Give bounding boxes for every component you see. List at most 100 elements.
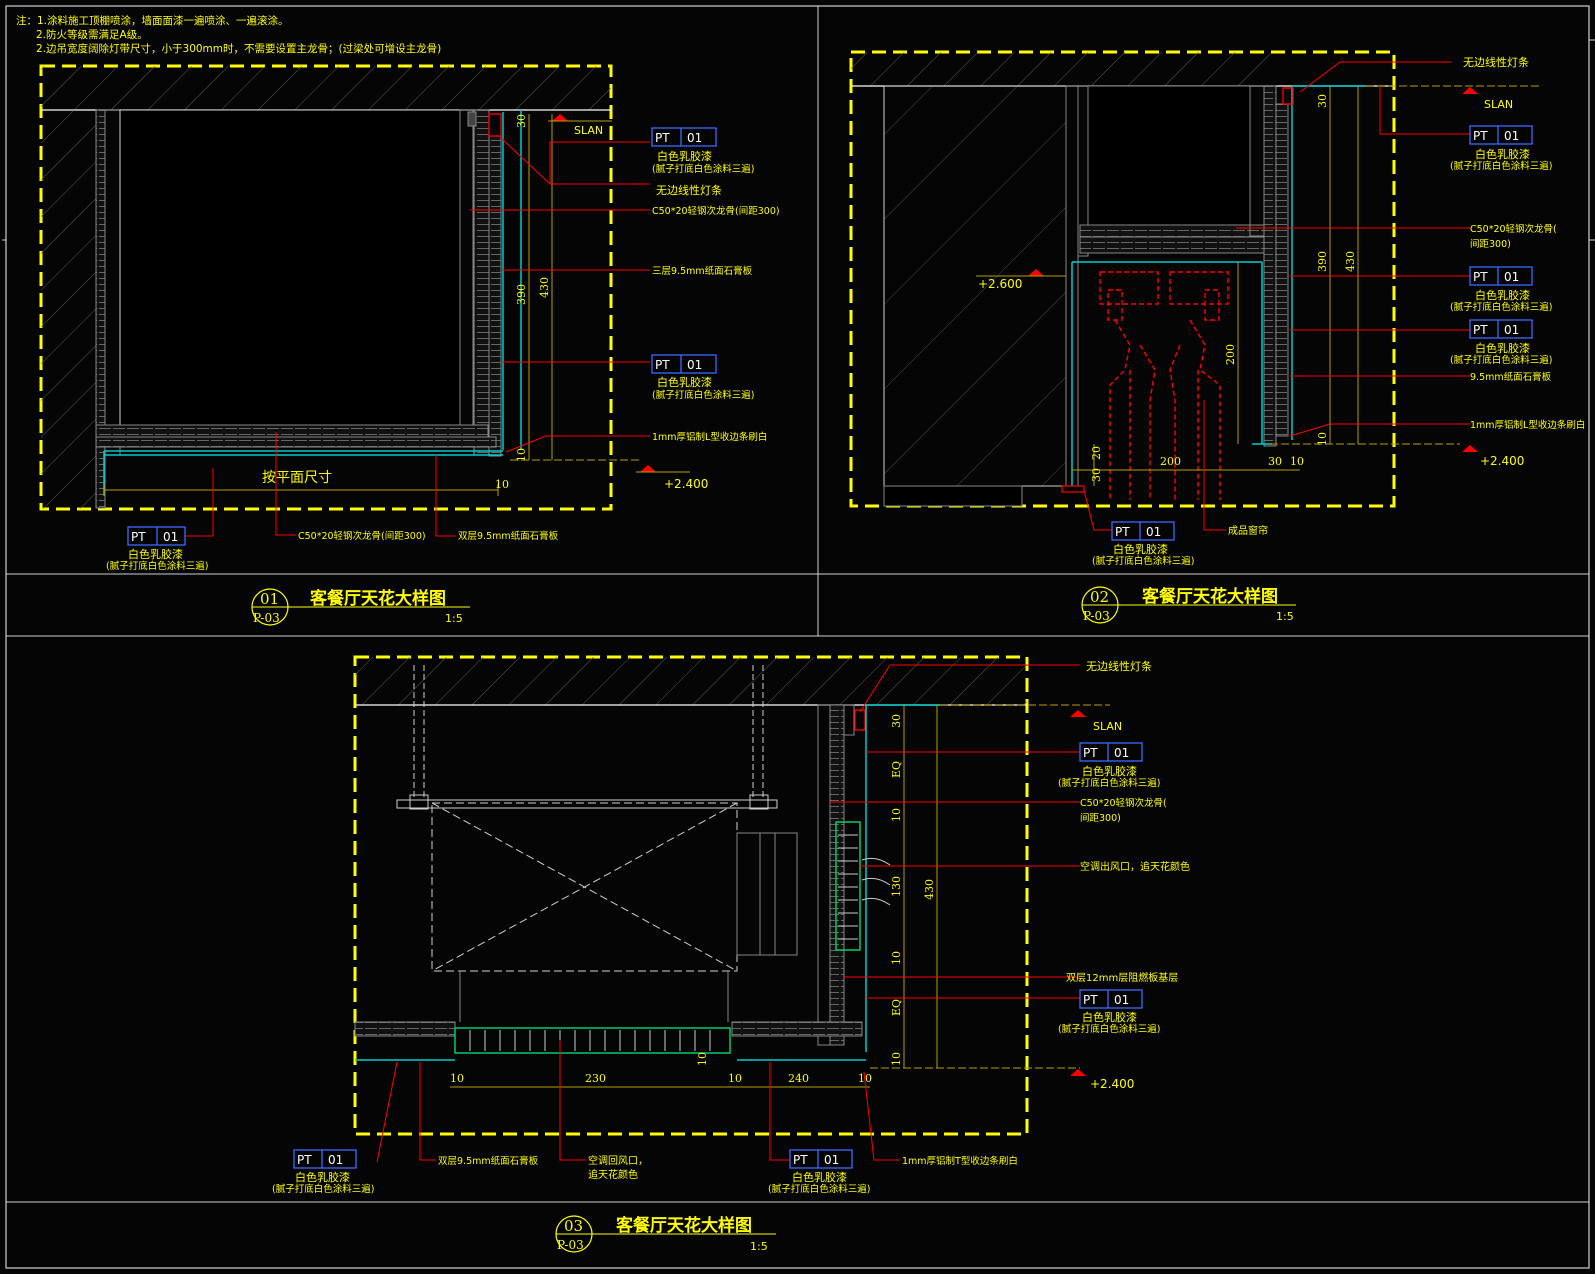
svg-text:01: 01 <box>824 1153 839 1167</box>
svg-text:三层9.5mm纸面石膏板: 三层9.5mm纸面石膏板 <box>652 265 753 277</box>
svg-text:PT: PT <box>1115 525 1130 539</box>
svg-text:10: 10 <box>696 1052 709 1066</box>
svg-text:+2.400: +2.400 <box>1480 454 1524 468</box>
svg-text:PT: PT <box>655 358 670 372</box>
svg-text:01: 01 <box>1114 746 1129 760</box>
material-tag-pt01: PT 01 白色乳胶漆 (腻子打底白色涂料三遍) <box>1450 319 1552 366</box>
detail-title: 客餐厅天花大样图 <box>1141 586 1278 607</box>
svg-text:C50*20轻钢次龙骨(: C50*20轻钢次龙骨( <box>1470 223 1557 235</box>
svg-text:1mm厚铝制L型收边条刷白: 1mm厚铝制L型收边条刷白 <box>652 431 767 443</box>
svg-text:(腻子打底白色涂料三遍): (腻子打底白色涂料三遍) <box>1450 160 1552 172</box>
note-line-1: 注：1.涂料施工顶棚喷涂，墙面面漆一遍喷涂、一遍滚涂。 <box>16 14 289 27</box>
ceiling-void-box <box>1087 85 1251 227</box>
svg-text:03: 03 <box>564 1217 583 1235</box>
light-strip <box>854 709 866 731</box>
svg-text:SLAN: SLAN <box>1093 720 1122 733</box>
material-tag-pt01: PT 01 白色乳胶漆 (腻子打底白色涂料三遍) <box>106 526 208 572</box>
svg-text:10: 10 <box>515 448 528 462</box>
svg-text:P-03: P-03 <box>253 611 280 625</box>
svg-text:(腻子打底白色涂料三遍): (腻子打底白色涂料三遍) <box>768 1183 870 1195</box>
svg-text:白色乳胶漆: 白色乳胶漆 <box>1082 764 1137 778</box>
level-marker-icon <box>552 114 568 121</box>
svg-text:+2.600: +2.600 <box>978 277 1022 291</box>
svg-text:(腻子打底白色涂料三遍): (腻子打底白色涂料三遍) <box>272 1183 374 1195</box>
svg-text:SLAN: SLAN <box>574 124 603 137</box>
ceiling-void-box <box>119 109 461 431</box>
svg-text:双层9.5mm纸面石膏板: 双层9.5mm纸面石膏板 <box>458 530 559 542</box>
detail-01-title: 01 P-03 客餐厅天花大样图 1:5 <box>251 588 470 626</box>
svg-text:01: 01 <box>687 131 702 145</box>
svg-text:追天花颜色: 追天花颜色 <box>588 1168 638 1181</box>
svg-text:130: 130 <box>890 876 903 897</box>
general-notes: 注：1.涂料施工顶棚喷涂，墙面面漆一遍喷涂、一遍滚涂。 2.防火等级需满足A级。… <box>16 14 441 55</box>
svg-text:双层12mm层阻燃板基层: 双层12mm层阻燃板基层 <box>1066 971 1178 984</box>
svg-text:PT: PT <box>1473 323 1488 337</box>
sheet-border <box>5 5 1590 1269</box>
svg-text:01: 01 <box>687 358 702 372</box>
svg-text:PT: PT <box>793 1153 808 1167</box>
material-tag-pt01: PT 01 白色乳胶漆 (腻子打底白色涂料三遍) <box>272 1149 374 1195</box>
svg-text:10: 10 <box>1316 432 1329 446</box>
svg-text:(腻子打底白色涂料三遍): (腻子打底白色涂料三遍) <box>1450 301 1552 313</box>
light-strip <box>1282 87 1294 105</box>
label-light-strip: 无边线性灯条 <box>1463 55 1529 69</box>
svg-text:30: 30 <box>515 114 528 128</box>
note-line-3: 2.边吊宽度阔除灯带尺寸，小于300mm时，不需要设置主龙骨；(过梁处可增设主龙… <box>36 42 441 55</box>
svg-text:白色乳胶漆: 白色乳胶漆 <box>657 149 712 163</box>
detail-title: 客餐厅天花大样图 <box>309 588 446 609</box>
svg-text:390: 390 <box>1316 251 1329 272</box>
label-light-strip: 无边线性灯条 <box>656 183 722 197</box>
svg-text:PT: PT <box>1083 993 1098 1007</box>
svg-text:1mm厚铝制T型收边条刷白: 1mm厚铝制T型收边条刷白 <box>902 1155 1018 1167</box>
svg-text:(腻子打底白色涂料三遍): (腻子打底白色涂料三遍) <box>1058 1023 1160 1035</box>
svg-text:02: 02 <box>1090 588 1109 606</box>
label-ac-return: 空调回风口， <box>588 1154 648 1167</box>
svg-text:01: 01 <box>1114 993 1129 1007</box>
material-tag-pt01: PT 01 白色乳胶漆 (腻子打底白色涂料三遍) <box>1058 989 1160 1035</box>
label-ac-outlet: 空调出风口，追天花颜色 <box>1080 860 1190 873</box>
material-tag-pt01: PT 01 白色乳胶漆 (腻子打底白色涂料三遍) <box>651 354 754 401</box>
svg-text:(腻子打底白色涂料三遍): (腻子打底白色涂料三遍) <box>652 163 754 175</box>
svg-text:20: 20 <box>1090 446 1103 460</box>
svg-text:白色乳胶漆: 白色乳胶漆 <box>295 1170 350 1184</box>
detail-02: +2.600 30 390 430 10 200 200 30 10 20 30… <box>849 50 1585 567</box>
svg-text:间距300): 间距300) <box>1470 238 1511 250</box>
svg-text:1mm厚铝制L型收边条刷白: 1mm厚铝制L型收边条刷白 <box>1470 419 1585 431</box>
svg-text:P-03: P-03 <box>1083 609 1110 623</box>
level-marker-icon <box>1462 445 1478 452</box>
svg-text:01: 01 <box>328 1153 343 1167</box>
svg-text:01: 01 <box>1504 323 1519 337</box>
svg-text:PT: PT <box>655 131 670 145</box>
svg-text:白色乳胶漆: 白色乳胶漆 <box>1113 542 1168 556</box>
svg-text:01: 01 <box>1504 129 1519 143</box>
svg-text:白色乳胶漆: 白色乳胶漆 <box>1475 288 1530 302</box>
svg-text:C50*20轻钢次龙骨(: C50*20轻钢次龙骨( <box>1080 797 1167 809</box>
svg-text:01: 01 <box>1146 525 1161 539</box>
svg-text:10: 10 <box>495 478 509 491</box>
detail-03-title: 03 P-03 客餐厅天花大样图 1:5 <box>555 1215 776 1253</box>
svg-text:双层9.5mm纸面石膏板: 双层9.5mm纸面石膏板 <box>438 1155 539 1167</box>
material-tag-pt01: PT 01 白色乳胶漆 (腻子打底白色涂料三遍) <box>768 1149 870 1195</box>
svg-text:430: 430 <box>1344 251 1357 272</box>
detail-03: 10 230 10 240 10 10 30 EQ 10 130 10 EQ 1… <box>272 655 1190 1195</box>
material-tag-pt01: PT 01 白色乳胶漆 (腻子打底白色涂料三遍) <box>1450 125 1552 172</box>
svg-text:白色乳胶漆: 白色乳胶漆 <box>1475 341 1530 355</box>
svg-text:白色乳胶漆: 白色乳胶漆 <box>1475 147 1530 161</box>
light-strip <box>488 113 502 137</box>
svg-text:(腻子打底白色涂料三遍): (腻子打底白色涂料三遍) <box>652 389 754 401</box>
level-marker-icon <box>1028 269 1044 276</box>
svg-text:10: 10 <box>890 808 903 822</box>
material-tag-pt01: PT 01 白色乳胶漆 (腻子打底白色涂料三遍) <box>651 127 754 175</box>
level-marker-icon <box>640 465 656 472</box>
svg-text:230: 230 <box>585 1072 606 1085</box>
svg-text:白色乳胶漆: 白色乳胶漆 <box>792 1170 847 1184</box>
svg-text:+2.400: +2.400 <box>664 477 708 491</box>
svg-text:10: 10 <box>1290 455 1304 468</box>
svg-text:EQ: EQ <box>890 761 903 778</box>
svg-text:30: 30 <box>1268 455 1282 468</box>
detail-02-boundary <box>849 50 1396 508</box>
material-tag-pt01: PT 01 白色乳胶漆 (腻子打底白色涂料三遍) <box>1092 521 1194 567</box>
svg-text:C50*20轻钢次龙骨(间距300): C50*20轻钢次龙骨(间距300) <box>652 205 780 217</box>
svg-text:10: 10 <box>890 951 903 965</box>
svg-text:390: 390 <box>515 284 528 305</box>
